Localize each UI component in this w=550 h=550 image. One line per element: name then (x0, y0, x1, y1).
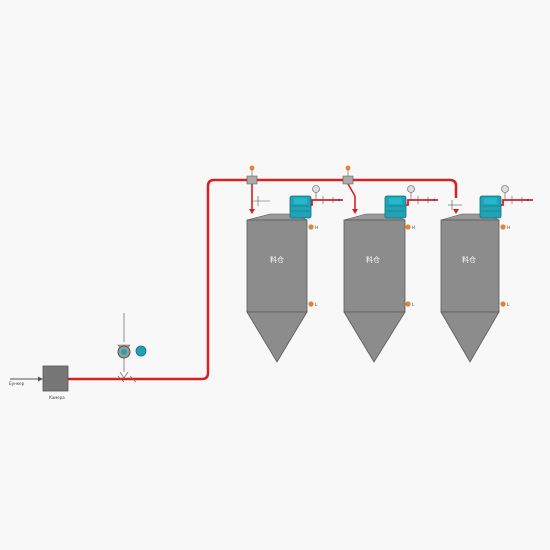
pipe-fitting (117, 375, 137, 383)
dust-filter (289, 195, 312, 219)
source-box-label: Камера (49, 395, 65, 400)
manual-valve (252, 196, 270, 206)
level-low-label: L (412, 302, 415, 307)
level-sensor-low: L (500, 301, 510, 307)
sensor-icon (500, 301, 506, 307)
level-sensor-high: H (308, 224, 318, 230)
gauge-icon (312, 185, 320, 193)
silo-2: 料仓 H (342, 165, 438, 363)
silo-cone (440, 311, 500, 363)
silo-3: 料仓 H L (440, 185, 533, 363)
diverter-valve (342, 165, 358, 214)
level-high-label: H (315, 225, 318, 230)
sensor-icon (500, 224, 506, 230)
silo-cone (246, 311, 308, 363)
sensor-icon (308, 301, 314, 307)
vent-pipe (500, 199, 533, 206)
inlet-arrow (10, 376, 43, 382)
silo-label: 料仓 (366, 255, 380, 264)
source-box (42, 365, 69, 392)
vent-pipe (405, 199, 438, 206)
level-low-label: L (315, 302, 318, 307)
silo-1: 料仓 (246, 165, 343, 363)
main-conveying-pipe (68, 178, 458, 381)
level-sensor-high: H (500, 224, 510, 230)
vent-valve-icons (417, 196, 436, 204)
blower-unit (117, 313, 147, 379)
silo-body (440, 219, 500, 313)
inlet-label: Бункер (9, 381, 25, 386)
pressure-gauge (501, 185, 509, 200)
manual-valve (448, 200, 462, 214)
vent-valve-icons (322, 196, 341, 204)
level-sensor-low: L (405, 301, 415, 307)
level-sensor-high: H (405, 224, 415, 230)
vent-pipe (310, 199, 343, 206)
motor-icon (135, 345, 147, 357)
silo-label: 料仓 (270, 255, 284, 264)
level-high-label: H (412, 225, 415, 230)
silo-label: 料仓 (462, 255, 476, 264)
level-high-label: H (507, 225, 510, 230)
vent-valve-icons (511, 196, 530, 204)
dust-filter (479, 195, 502, 219)
level-low-label: L (507, 302, 510, 307)
dust-filter (384, 195, 407, 219)
level-sensor-low: L (308, 301, 318, 307)
sensor-icon (405, 301, 411, 307)
gauge-icon (501, 185, 509, 193)
silo-body (343, 219, 406, 313)
sensor-icon (405, 224, 411, 230)
sensor-icon (308, 224, 314, 230)
silo-cone (343, 311, 406, 363)
diverter-valve (246, 165, 258, 214)
gauge-icon (407, 185, 415, 193)
silo-body (246, 219, 308, 313)
pressure-gauge (312, 185, 320, 200)
pressure-gauge (407, 185, 415, 200)
